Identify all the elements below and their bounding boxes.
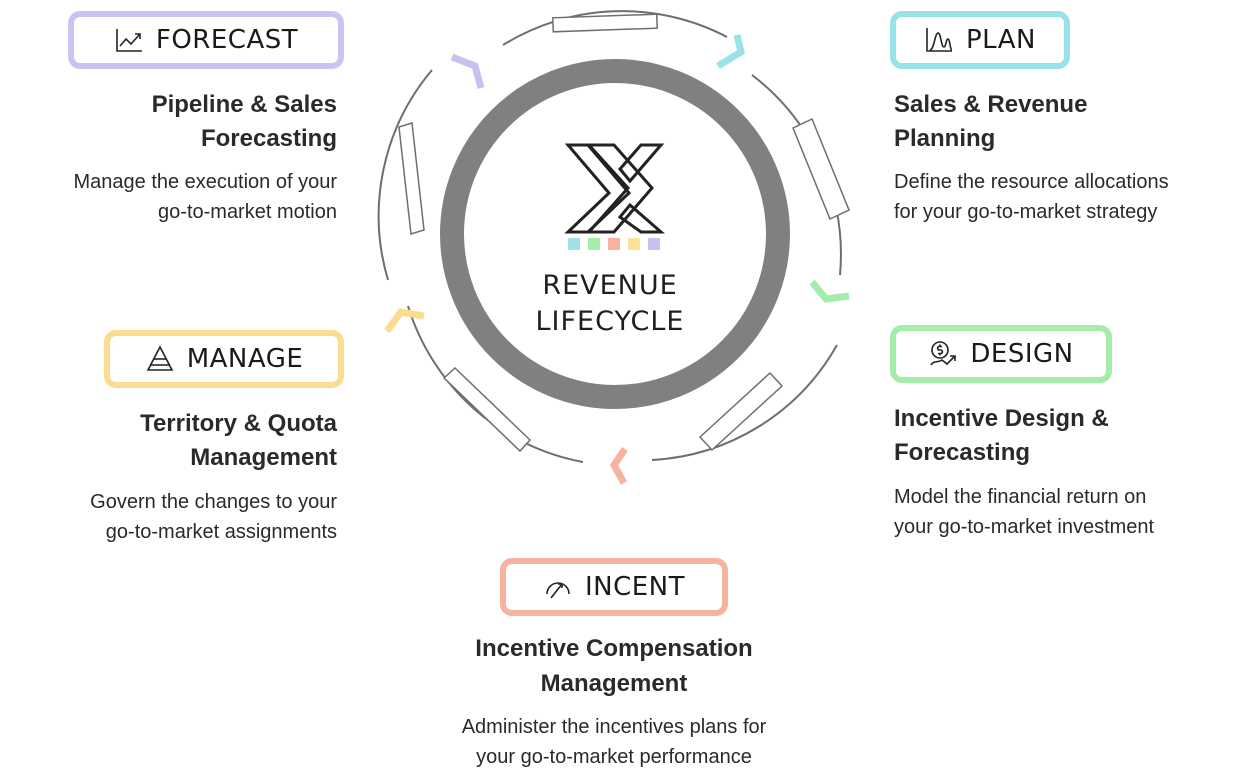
manage-title-line2: Management — [190, 444, 337, 471]
outer-arc-lower-right — [651, 344, 838, 461]
center-ring — [440, 59, 790, 409]
chevron-manage — [384, 308, 425, 334]
manage-desc-line2: go-to-market assignments — [105, 521, 337, 543]
forecast-badge: FORECAST — [68, 11, 344, 69]
plan-desc-line1: Define the resource allocations — [894, 171, 1169, 193]
incent-title-line1: Incentive Compensation — [475, 635, 753, 662]
band-segment-left — [398, 122, 425, 235]
chevron-plan — [716, 34, 745, 69]
forecast-title-line1: Pipeline & Sales — [151, 91, 337, 118]
band-segment-right — [792, 117, 850, 221]
band-segment-lower-right — [698, 371, 784, 452]
design-desc-line1: Model the financial return on — [894, 486, 1147, 508]
swatch-green — [588, 238, 600, 250]
incent-title-line2: Management — [540, 670, 688, 697]
forecast-desc-line1: Manage the execution of your — [73, 171, 337, 193]
x-logo — [564, 143, 666, 234]
manage-title-line1: Territory & Quota — [140, 410, 337, 437]
manage-badge-label: MANAGE — [186, 344, 304, 374]
pyramid-icon — [145, 344, 175, 374]
plan-desc-line2: for your go-to-market strategy — [894, 201, 1158, 223]
incent-desc-line1: Administer the incentives plans for — [461, 716, 767, 738]
plan-badge: PLAN — [890, 11, 1070, 69]
forecast-title-line2: Forecasting — [200, 125, 337, 152]
gauge-icon — [543, 572, 573, 602]
swatch-lavender — [648, 238, 660, 250]
swatch-row — [568, 238, 660, 250]
distribution-chart-icon — [924, 25, 954, 55]
swatch-cyan — [568, 238, 580, 250]
chevron-forecast — [450, 53, 485, 89]
band-segment-lower-left — [442, 366, 532, 453]
manage-badge: MANAGE — [104, 330, 344, 388]
outer-arc-left — [377, 69, 433, 281]
trend-line-icon — [114, 25, 144, 55]
swatch-yellow — [628, 238, 640, 250]
chevron-design — [809, 279, 850, 303]
outer-arc-top — [502, 10, 728, 46]
incent-desc-line2: your go-to-market performance — [476, 746, 752, 768]
design-badge-label: DESIGN — [970, 339, 1074, 369]
dollar-growth-icon — [928, 339, 958, 369]
chevron-incent — [609, 447, 628, 485]
plan-badge-label: PLAN — [966, 25, 1036, 55]
outer-arc-bottom — [407, 305, 584, 463]
incent-badge-label: INCENT — [584, 572, 686, 602]
manage-desc-line1: Govern the changes to your — [90, 491, 337, 513]
incent-badge: INCENT — [500, 558, 728, 616]
band-segment-top — [552, 13, 658, 33]
design-title-line2: Forecasting — [894, 439, 1031, 466]
design-title-line1: Incentive Design & — [894, 405, 1109, 432]
plan-title-line1: Sales & Revenue — [894, 91, 1088, 118]
forecast-desc-line2: go-to-market motion — [158, 201, 337, 223]
design-badge: DESIGN — [890, 325, 1112, 383]
swatch-salmon — [608, 238, 620, 250]
design-desc-line2: your go-to-market investment — [894, 516, 1155, 538]
forecast-badge-label: FORECAST — [155, 25, 299, 55]
plan-title-line2: Planning — [894, 125, 996, 152]
center-label-line2: LIFECYCLE — [535, 306, 685, 337]
center-label-line1: REVENUE — [542, 270, 678, 301]
